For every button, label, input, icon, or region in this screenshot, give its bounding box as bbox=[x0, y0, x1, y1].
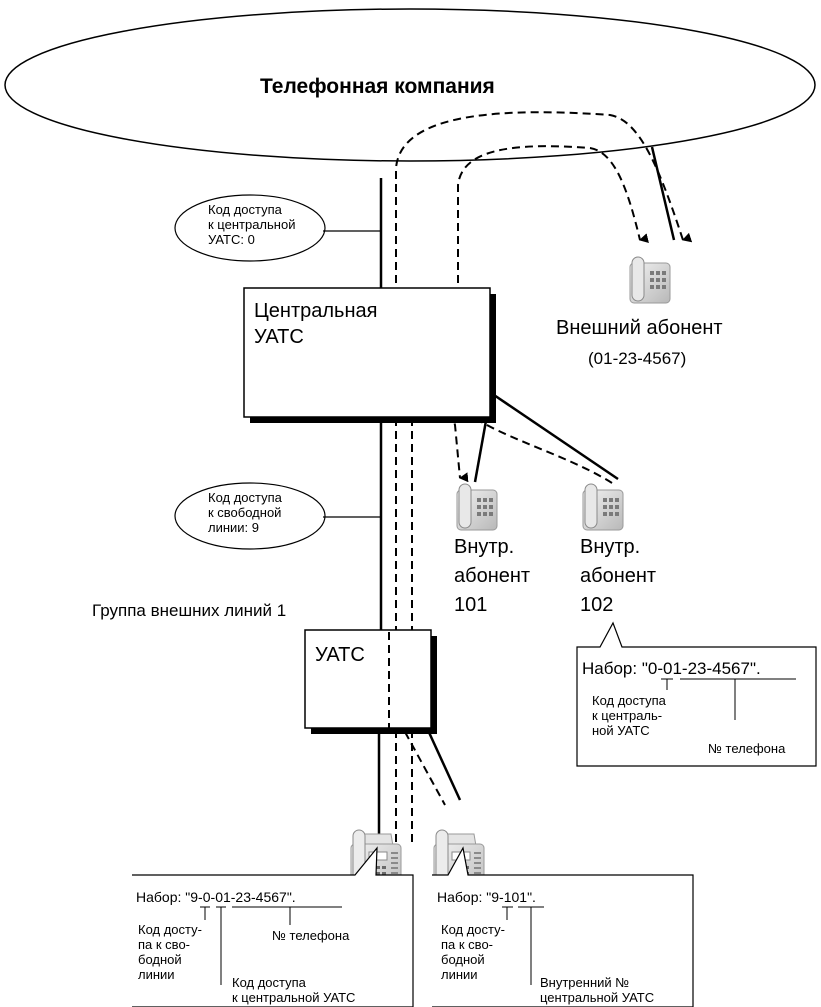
phone-company-label: Телефонная компания bbox=[260, 75, 495, 98]
central-pbx-label-1: Центральная bbox=[254, 300, 377, 322]
ext-102-label-3: 102 bbox=[580, 594, 613, 616]
free-line-balloon: Код доступа к свободной линии: 9 bbox=[174, 482, 381, 550]
svg-text:к свободной: к свободной bbox=[208, 505, 281, 520]
callout-left: Набор: "9-0-01-23-4567". Код досту- па к… bbox=[132, 846, 414, 1007]
ext-101-label-3: 101 bbox=[454, 594, 487, 616]
svg-text:к центральной: к центральной bbox=[208, 217, 295, 232]
svg-text:бодной: бодной bbox=[441, 952, 485, 967]
phone-company-cloud bbox=[4, 8, 816, 162]
central-pbx-box bbox=[243, 287, 491, 418]
callout-ext-102: Набор: "0-01-23-4567". Код доступа к цен… bbox=[576, 621, 817, 767]
ext-101-phone-icon bbox=[456, 483, 498, 531]
svg-text:линии: 9: линии: 9 bbox=[208, 520, 259, 535]
external-number-label: (01-23-4567) bbox=[588, 349, 686, 368]
ext-101-label-1: Внутр. bbox=[454, 536, 514, 558]
svg-text:Код досту-: Код досту- bbox=[441, 922, 505, 937]
svg-text:Код доступа: Код доступа bbox=[232, 975, 307, 990]
external-subscriber-label: Внешний абонент bbox=[556, 317, 723, 339]
callout-right: Набор: "9-101". Код досту- па к сво- бод… bbox=[432, 846, 694, 1007]
svg-text:№ телефона: № телефона bbox=[708, 741, 786, 756]
svg-text:Внутренний №: Внутренний № bbox=[540, 975, 629, 990]
pbx-box bbox=[304, 629, 432, 729]
svg-text:па к сво-: па к сво- bbox=[138, 937, 190, 952]
svg-text:Набор: "9-101".: Набор: "9-101". bbox=[437, 889, 536, 905]
svg-text:бодной: бодной bbox=[138, 952, 182, 967]
ext-102-phone-icon bbox=[582, 483, 624, 531]
svg-text:№ телефона: № телефона bbox=[272, 928, 350, 943]
svg-text:к центральной УАТС: к центральной УАТС bbox=[232, 990, 355, 1005]
central-pbx-label-2: УАТС bbox=[254, 326, 304, 348]
svg-text:па к сво-: па к сво- bbox=[441, 937, 493, 952]
svg-text:Код доступа: Код доступа bbox=[208, 490, 283, 505]
svg-text:ной УАТС: ной УАТС bbox=[592, 723, 650, 738]
central-code-balloon: Код доступа к центральной УАТС: 0 bbox=[174, 194, 381, 262]
svg-text:центральной УАТС: центральной УАТС bbox=[540, 990, 654, 1005]
svg-text:Код досту-: Код досту- bbox=[138, 922, 202, 937]
svg-text:Код доступа: Код доступа bbox=[592, 693, 667, 708]
svg-text:линии: линии bbox=[441, 967, 478, 982]
ext-102-label-1: Внутр. bbox=[580, 536, 640, 558]
svg-text:к централь-: к централь- bbox=[592, 708, 662, 723]
ext-102-label-2: абонент bbox=[580, 565, 656, 587]
svg-text:линии: линии bbox=[138, 967, 175, 982]
external-phone-icon bbox=[629, 256, 671, 304]
svg-text:УАТС: 0: УАТС: 0 bbox=[208, 232, 255, 247]
svg-text:Набор: "9-0-01-23-4567".: Набор: "9-0-01-23-4567". bbox=[136, 889, 296, 905]
svg-text:Код доступа: Код доступа bbox=[208, 202, 283, 217]
trunk-group-label: Группа внешних линий 1 bbox=[92, 601, 286, 620]
pbx-label: УАТС bbox=[315, 644, 365, 666]
svg-text:Набор: "0-01-23-4567".: Набор: "0-01-23-4567". bbox=[582, 659, 761, 678]
ext-101-label-2: абонент bbox=[454, 565, 530, 587]
